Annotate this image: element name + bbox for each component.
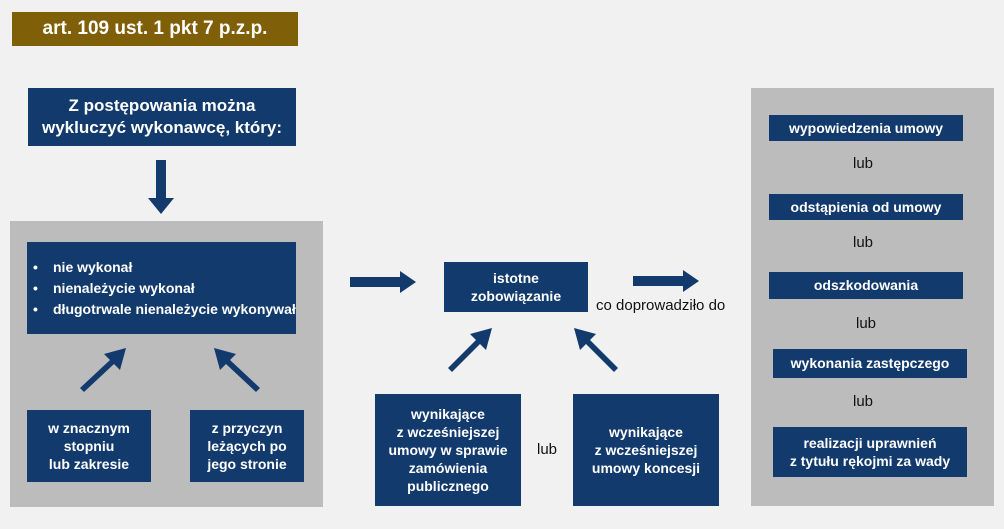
outcome-separator: lub	[852, 393, 874, 410]
outcome-separator: lub	[852, 155, 874, 172]
conduct-item: długotrwale nienależycie wykonywał	[27, 299, 296, 320]
exclusion-intro-box: Z postępowania można wykluczyć wykonawcę…	[28, 88, 296, 146]
concession-contract-box: wynikające z wcześniejszej umowy koncesj…	[573, 394, 719, 506]
consequence-label: co doprowadziło do	[596, 297, 726, 314]
scope-box: w znacznym stopniu lub zakresie	[27, 410, 151, 482]
cause-line: leżących po	[207, 437, 287, 454]
cause-line: jego stronie	[207, 456, 287, 473]
source-or-label: lub	[537, 441, 558, 458]
arrow-up-right-icon	[80, 348, 126, 392]
outcome-line: z tytułu rękojmi za wady	[789, 453, 951, 469]
scope-line: stopniu	[63, 437, 115, 454]
arrow-right-icon	[350, 271, 416, 293]
obligation-box: istotne zobowiązanie	[444, 262, 588, 312]
source-line: z wcześniejszej	[594, 441, 698, 458]
outcome-separator: lub	[852, 234, 874, 251]
page-title: art. 109 ust. 1 pkt 7 p.z.p.	[12, 12, 298, 46]
arrow-up-left-icon	[214, 348, 260, 392]
arrow-down-icon	[148, 160, 174, 214]
conduct-list: nie wykonał nienależycie wykonał długotr…	[27, 257, 296, 320]
source-line: z wcześniejszej	[396, 423, 500, 440]
scope-line: w znacznym	[48, 419, 130, 436]
arrow-up-left-icon	[574, 328, 618, 372]
scope-line: lub zakresie	[48, 456, 130, 473]
cause-box: z przyczyn leżących po jego stronie	[190, 410, 304, 482]
obligation-line: zobowiązanie	[470, 288, 562, 304]
outcome-separator: lub	[855, 315, 877, 332]
conduct-item: nie wykonał	[27, 257, 296, 278]
outcome-box: odstąpienia od umowy	[769, 194, 963, 220]
arrow-up-right-icon	[448, 328, 492, 372]
obligation-line: istotne	[493, 269, 539, 286]
intro-line: wykluczyć wykonawcę, który:	[42, 118, 282, 137]
source-line: zamówienia	[408, 460, 488, 477]
outcome-box: realizacji uprawnień z tytułu rękojmi za…	[773, 427, 967, 477]
conduct-box: nie wykonał nienależycie wykonał długotr…	[27, 242, 296, 334]
intro-line: Z postępowania można	[68, 95, 256, 115]
source-line: wynikające	[411, 405, 485, 422]
source-line: umowy w sprawie	[388, 441, 508, 458]
outcome-box: wypowiedzenia umowy	[769, 115, 963, 141]
outcome-line: realizacji uprawnień	[803, 434, 937, 451]
conduct-item: nienależycie wykonał	[27, 278, 296, 299]
cause-line: z przyczyn	[211, 419, 283, 436]
source-line: wynikające	[609, 423, 683, 440]
source-line: publicznego	[407, 478, 489, 495]
outcome-box: wykonania zastępczego	[773, 349, 967, 378]
public-contract-box: wynikające z wcześniejszej umowy w spraw…	[375, 394, 521, 506]
outcome-box: odszkodowania	[769, 272, 963, 299]
arrow-right-icon	[633, 270, 699, 292]
source-line: umowy koncesji	[591, 460, 701, 477]
